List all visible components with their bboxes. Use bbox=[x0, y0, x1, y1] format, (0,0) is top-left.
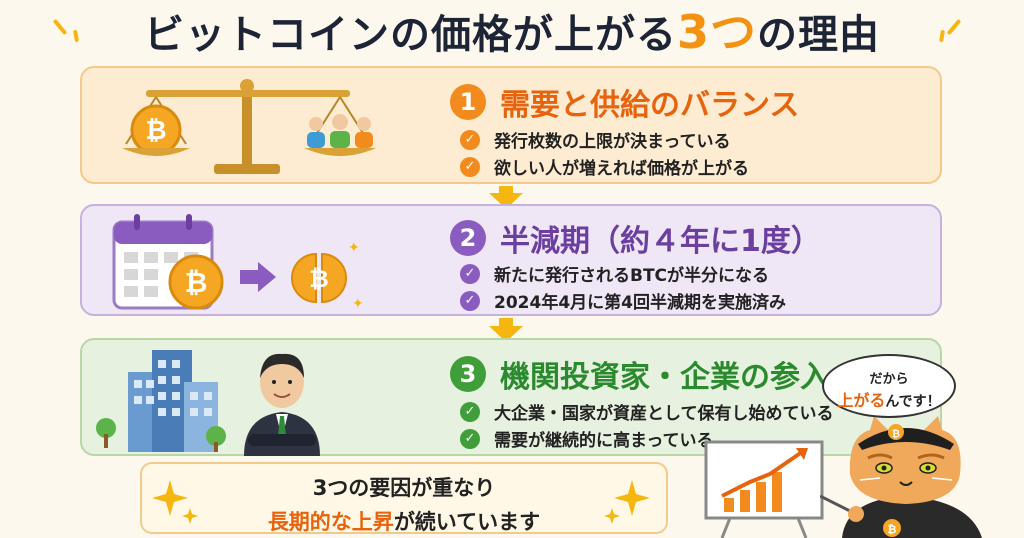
businessman-buildings-icon bbox=[96, 350, 320, 456]
summary-box: 3つの要因が重なり 長期的な上昇が続いています bbox=[140, 462, 668, 534]
check-icon: ✓ bbox=[460, 428, 480, 449]
check-icon: ✓ bbox=[460, 129, 480, 150]
bubble-line-2: 上がるんです！ bbox=[837, 391, 941, 410]
reason-panel-3: 3 機関投資家・企業の参入 ✓大企業・国家が資産として保有し始めている ✓需要が… bbox=[80, 338, 942, 456]
bubble-line-1: だから bbox=[869, 372, 909, 387]
page-title: ビットコインの価格が上がる3つの理由 bbox=[0, 4, 1024, 60]
speech-bubble: だから 上がるんです！ bbox=[822, 354, 956, 418]
summary-line-2: 長期的な上昇が続いています bbox=[267, 510, 541, 534]
reason-panel-2: ₿ ₿ ✦ ✦ 2 半減期（約４年に1度） ✓新たに発行されるBTCが半分になる… bbox=[80, 204, 942, 316]
check-icon: ✓ bbox=[460, 263, 480, 284]
check-icon: ✓ bbox=[460, 156, 480, 177]
svg-text:✦: ✦ bbox=[348, 240, 360, 256]
list-item: ✓発行枚数の上限が決まっている bbox=[460, 126, 749, 153]
title-main: ビットコインの価格が上がる bbox=[143, 12, 677, 58]
reason-number: 3 bbox=[450, 356, 486, 392]
reason-heading: 需要と供給のバランス bbox=[500, 88, 800, 123]
svg-text:₿: ₿ bbox=[888, 523, 897, 536]
svg-text:₿: ₿ bbox=[145, 116, 166, 146]
sparkle-icon bbox=[604, 480, 650, 524]
list-item: ✓欲しい人が増えれば価格が上がる bbox=[460, 153, 749, 180]
down-arrow-icon bbox=[499, 186, 513, 194]
title-highlight: 3つ bbox=[676, 5, 757, 59]
reason-heading: 機関投資家・企業の参入 bbox=[500, 360, 830, 395]
reason-number: 2 bbox=[450, 220, 486, 256]
sparkle-icon bbox=[152, 480, 198, 524]
list-item: ✓2024年4月に第4回半減期を実施済み bbox=[460, 287, 786, 314]
reason-heading: 半減期（約４年に1度） bbox=[500, 224, 821, 259]
svg-text:₿: ₿ bbox=[892, 428, 900, 440]
check-icon: ✓ bbox=[460, 401, 480, 422]
summary-line-1: 3つの要因が重なり bbox=[312, 476, 496, 500]
reason-panel-1: ₿ 1 需要と供給のバランス ✓発行枚数の上限が決まっている ✓欲しい人が増えれ… bbox=[80, 66, 942, 184]
svg-text:₿: ₿ bbox=[185, 266, 208, 299]
down-arrow-icon bbox=[499, 318, 513, 328]
svg-text:✦: ✦ bbox=[352, 296, 364, 312]
check-icon: ✓ bbox=[460, 290, 480, 311]
list-item: ✓大企業・国家が資産として保有し始めている bbox=[460, 398, 834, 425]
svg-text:₿: ₿ bbox=[309, 265, 329, 293]
balance-scale-icon: ₿ bbox=[122, 79, 376, 174]
cat-mascot-icon: ₿ ₿ bbox=[820, 416, 982, 538]
reason-number: 1 bbox=[450, 84, 486, 120]
calendar-halving-icon: ₿ ₿ ✦ ✦ bbox=[112, 214, 364, 312]
list-item: ✓需要が継続的に高まっている bbox=[460, 425, 834, 452]
title-tail: の理由 bbox=[757, 12, 880, 58]
list-item: ✓新たに発行されるBTCが半分になる bbox=[460, 260, 786, 287]
growth-chart-board-icon bbox=[704, 440, 824, 538]
